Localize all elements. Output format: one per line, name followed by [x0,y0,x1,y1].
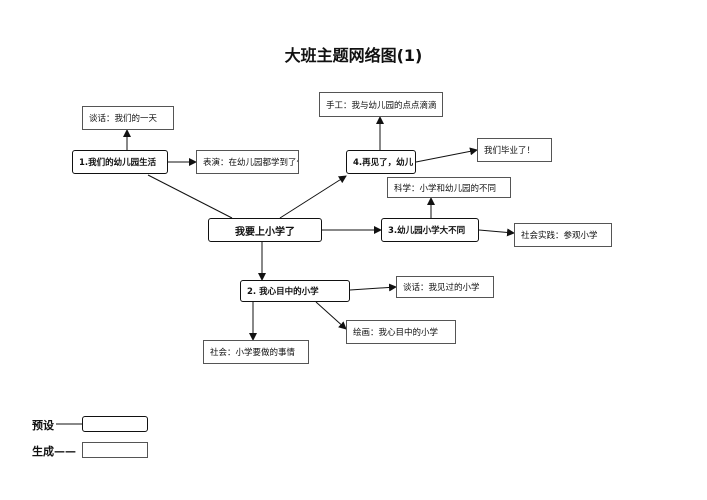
edge-n2-talkseen [349,283,397,292]
diagram-title: 大班主题网络图(1) [284,46,423,65]
node-kindergarten-life: 1.我们的幼儿园生活 [72,150,168,174]
activity-social-practice: 社会实践：参观小学 [514,223,612,247]
node-ideal-school: 2. 我心目中的小学 [240,280,350,302]
activity-talk-our-day: 谈话：我们的一天 [82,106,174,130]
legend-generated-label: 生成—— [32,445,76,458]
edge-n3-practice [478,228,515,237]
edge-n4-graduate [415,147,478,163]
center-node: 我要上小学了 [208,218,322,242]
node-farewell: 4.再见了，幼儿 [346,150,416,174]
activity-science: 科学：小学和幼儿园的不同 [387,177,511,198]
activity-social-tasks: 社会：小学要做的事情 [203,340,309,364]
legend-generated-box [82,442,148,458]
activity-performance: 表演：在幼儿园都学到了什 [196,150,299,174]
edge-center-n1 [147,174,233,219]
node-differences: 3.幼儿园小学大不同 [381,218,479,242]
legend-preset-label: 预设 [32,419,54,432]
edge-n2-paint [315,301,347,330]
activity-talk-seen-school: 谈话：我见过的小学 [396,276,494,298]
activity-graduation: 我们毕业了！ [477,138,552,162]
edge-center-n4 [279,175,347,219]
legend-preset-box [82,416,148,432]
activity-handicraft: 手工：我与幼儿园的点点滴滴 [319,92,443,117]
activity-painting: 绘画：我心目中的小学 [346,320,456,344]
